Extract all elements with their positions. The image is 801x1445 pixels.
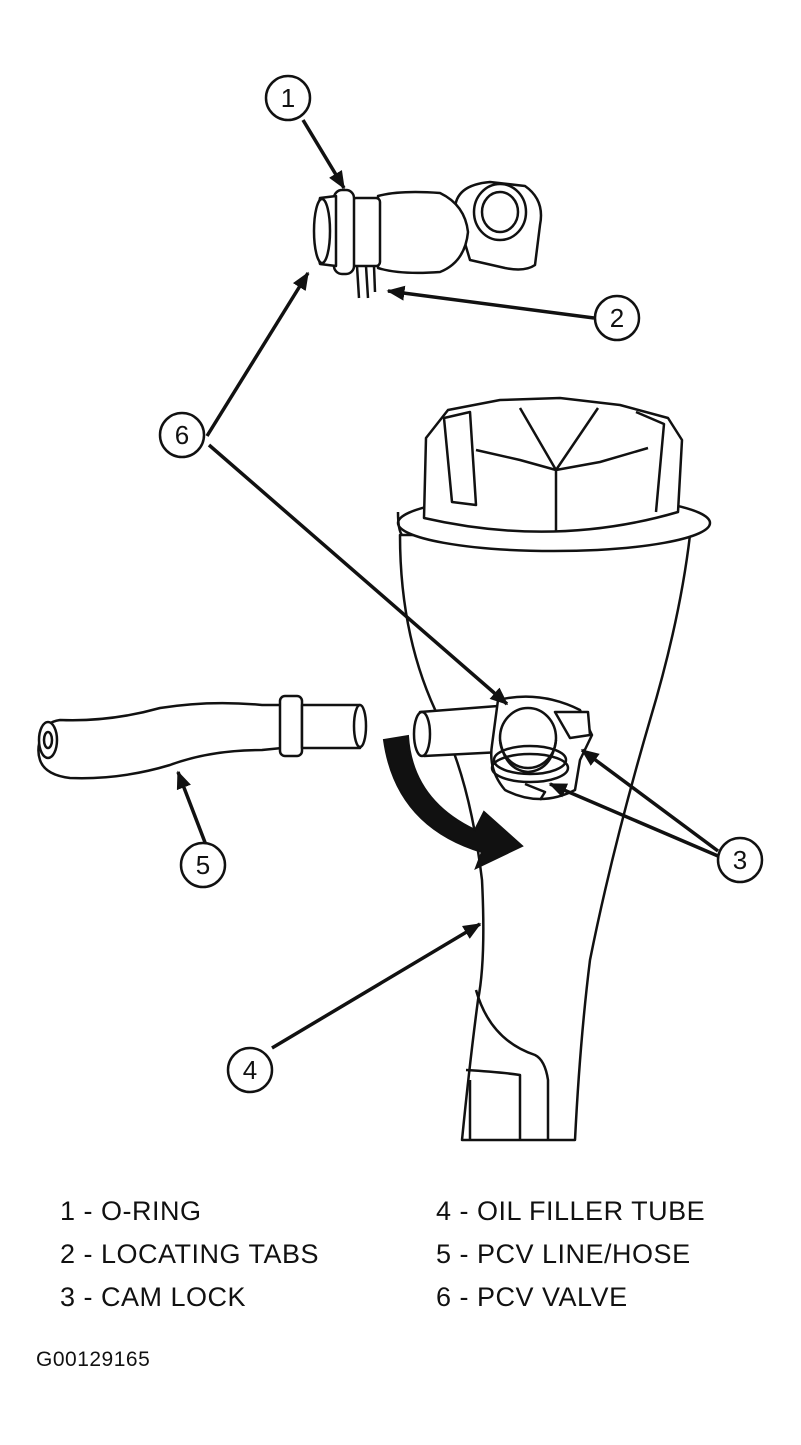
figure-id: G00129165 — [36, 1348, 151, 1371]
pcv-hose-part — [37, 694, 368, 780]
leader-lines — [176, 119, 720, 1050]
svg-text:3: 3 — [733, 845, 747, 875]
pcv-valve-part — [312, 180, 543, 299]
svg-text:5: 5 — [196, 850, 210, 880]
svg-text:1: 1 — [281, 83, 295, 113]
svg-text:2: 2 — [610, 303, 624, 333]
legend-item-cam-lock: 3 - CAM LOCK — [60, 1282, 247, 1312]
oil-filler-tube-part — [396, 396, 712, 1142]
legend-item-oil-filler-tube: 4 - OIL FILLER TUBE — [436, 1196, 706, 1226]
callout-2: 2 — [593, 294, 641, 342]
legend-item-locating-tabs: 2 - LOCATING TABS — [60, 1239, 320, 1269]
legend-item-pcv-line-hose: 5 - PCV LINE/HOSE — [436, 1239, 691, 1269]
callout-6: 6 — [158, 411, 206, 459]
callout-4: 4 — [226, 1046, 274, 1094]
rotation-arrow — [382, 734, 524, 870]
legend-item-pcv-valve: 6 - PCV VALVE — [436, 1282, 628, 1312]
svg-text:4: 4 — [243, 1055, 257, 1085]
legend-column-left: 1 - O-RING 2 - LOCATING TABS 3 - CAM LOC… — [60, 1190, 319, 1319]
callout-1: 1 — [264, 74, 312, 122]
callout-3: 3 — [716, 836, 764, 884]
pcv-valve-diagram: 1 2 3 4 5 6 — [37, 74, 764, 1142]
svg-text:6: 6 — [175, 420, 189, 450]
legend-item-o-ring: 1 - O-RING — [60, 1196, 202, 1226]
callout-5: 5 — [179, 841, 227, 889]
legend-column-right: 4 - OIL FILLER TUBE 5 - PCV LINE/HOSE 6 … — [436, 1190, 705, 1319]
